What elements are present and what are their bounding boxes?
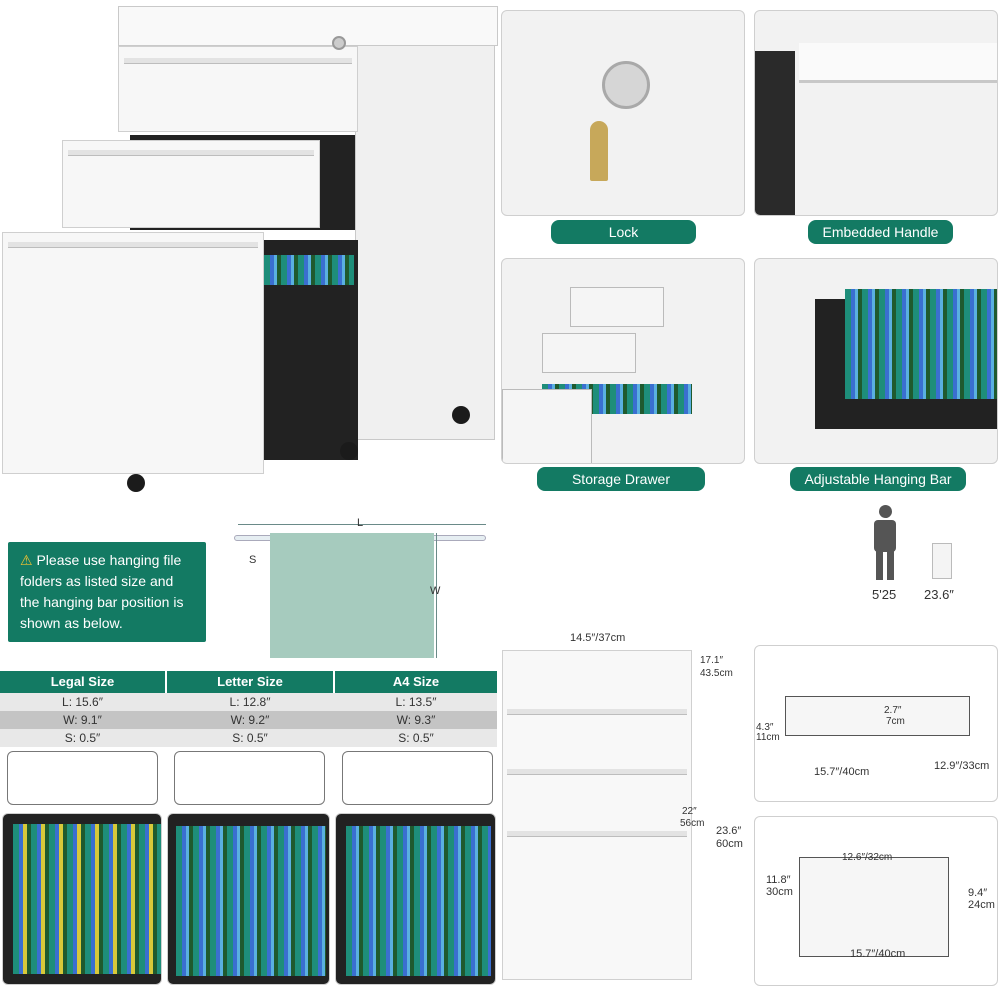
storage-photo [501,258,745,464]
width-label: W [430,585,441,597]
legal-w: W: 9.1″ [63,713,102,727]
folder-diagram: L W S [230,515,490,660]
legal-l: L: 15.6″ [62,695,103,709]
mini-cabinet-bottom-drawer [502,389,592,463]
letter-rail-diagram [174,751,325,805]
mini-cabinet-top-drawer [570,287,664,327]
person-height: 5'25 [872,587,897,602]
table-row-w-bg [0,711,497,729]
small-drawer-height-cm: 11cm [756,732,780,743]
notice-box: ⚠ Please use hanging file folders as lis… [8,542,206,642]
body-height-in: 22″ [682,806,697,817]
letter-w: W: 9.2″ [230,713,270,727]
caster-wheel [452,406,470,424]
table-row-s-bg [0,729,497,747]
cabinet-side [355,20,495,440]
length-label: L [357,517,364,529]
bottom-drawer-handle [8,242,258,248]
bottom-drawer-folders [264,255,354,285]
cabinet-top [118,6,498,46]
key-icon [590,121,608,181]
dimension-cabinet [502,650,692,980]
a4-header: A4 Size [335,671,497,693]
large-drawer-height-in: 11.8″ [766,874,791,886]
total-height-in: 23.6″ [716,825,742,837]
hanging-folders [845,289,997,399]
letter-l: L: 12.8″ [229,695,271,709]
large-drawer-diagram [754,816,998,986]
cabinet-height: 23.6″ [924,587,954,602]
legal-drawer-photo [2,813,162,985]
handle-photo [754,10,998,216]
a4-s: S: 0.5″ [398,731,434,745]
depth-dimension-in: 17.1″ [700,655,724,666]
s-label: S [249,554,257,566]
small-drawer-length: 15.7″/40cm [814,766,870,778]
small-drawer-inner-cm: 7cm [886,716,905,727]
body-height-cm: 56cm [680,818,705,829]
hanging-bar-photo [754,258,998,464]
total-height-cm: 60cm [716,838,743,850]
large-drawer-inner-cm: 24cm [968,899,995,911]
large-drawer-inner-in: 9.4″ [968,887,988,899]
depth-dimension-cm: 43.5cm [700,668,733,679]
letter-s: S: 0.5″ [232,731,268,745]
large-drawer-length: 15.7″/40cm [850,948,906,960]
legal-rail-diagram [7,751,158,805]
top-drawer-handle [124,58,352,64]
length-line [238,524,486,525]
storage-label: Storage Drawer [537,467,705,491]
small-drawer-height-in: 4.3″ [756,722,774,733]
small-drawer-width: 12.9″/33cm [934,760,990,772]
letter-header: Letter Size [167,671,333,693]
large-drawer-height-cm: 30cm [766,886,793,898]
small-drawer-diagram [754,645,998,802]
a4-w: W: 9.3″ [396,713,436,727]
hanging-bar-label: Adjustable Hanging Bar [790,467,966,491]
small-drawer-inner: 2.7″ [884,705,902,716]
width-line [436,533,437,658]
lock-photo [501,10,745,216]
handle-detail [799,43,997,83]
a4-rail-diagram [342,751,493,805]
person-icon [870,505,900,580]
letter-drawer-photo [167,813,330,985]
large-drawer-width: 12.6″/32cm [842,852,893,863]
notice-text: Please use hanging file folders as liste… [20,552,184,631]
main-cabinet-image [0,0,500,500]
small-cabinet-icon [932,543,952,579]
legal-s: S: 0.5″ [64,731,101,745]
lock-icon [602,61,650,109]
mini-cabinet-mid-drawer [542,333,636,373]
bottom-drawer [2,232,264,474]
legal-header: Legal Size [0,671,165,693]
lock-icon [332,36,346,50]
lock-label: Lock [551,220,696,244]
width-dimension: 14.5″/37cm [570,632,626,644]
warning-icon: ⚠ [20,552,33,568]
caster-wheel [127,474,145,492]
a4-drawer-photo [335,813,496,985]
folder-body [270,533,434,658]
table-row-l-bg [0,693,497,711]
caster-wheel [340,442,358,460]
middle-drawer-handle [68,150,314,156]
a4-l: L: 13.5″ [395,695,437,709]
drawer-gap [755,51,795,215]
handle-label: Embedded Handle [808,220,953,244]
